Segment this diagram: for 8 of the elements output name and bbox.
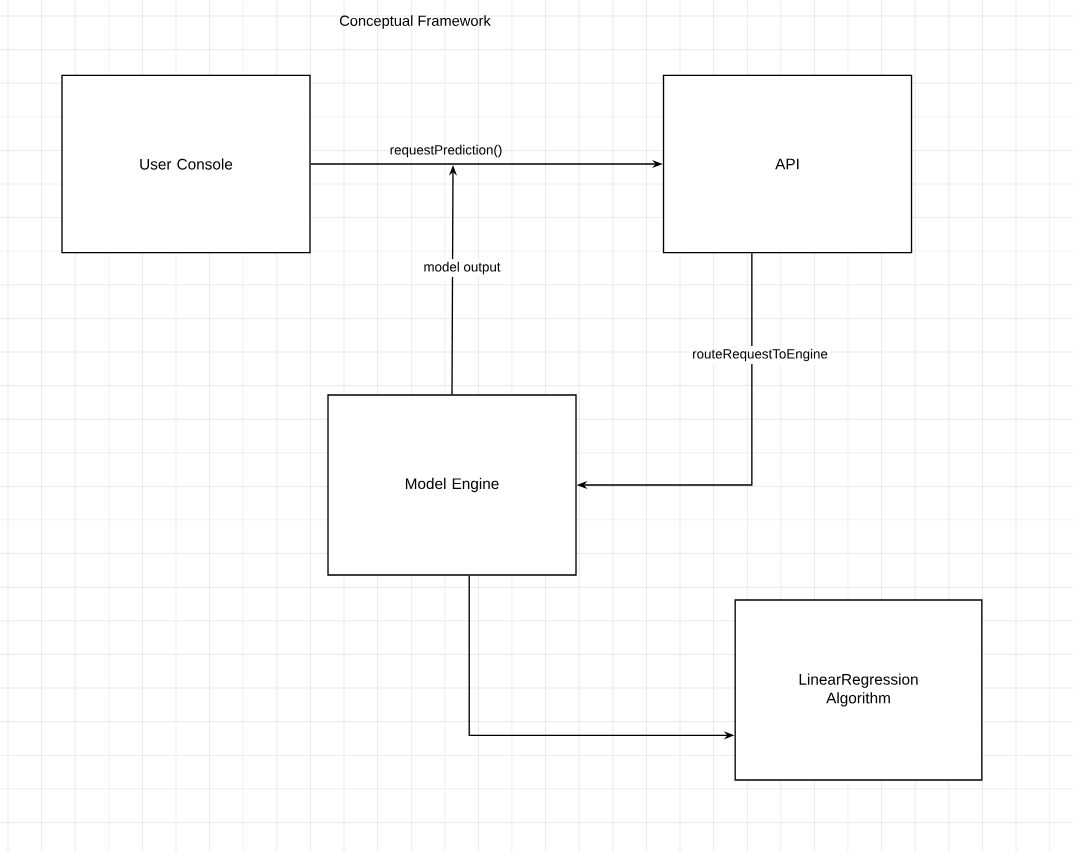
edge-label: requestPrediction() (390, 144, 502, 158)
process-box: User Console (61, 74, 311, 254)
title: Conceptual Framework (339, 15, 491, 29)
process-box: Model Engine (327, 394, 577, 576)
edge-label: model output (420, 259, 504, 277)
process-box: API (662, 74, 913, 254)
process-box: LinearRegression Algorithm (734, 599, 983, 781)
edge-label: routeRequestToEngine (689, 346, 831, 364)
